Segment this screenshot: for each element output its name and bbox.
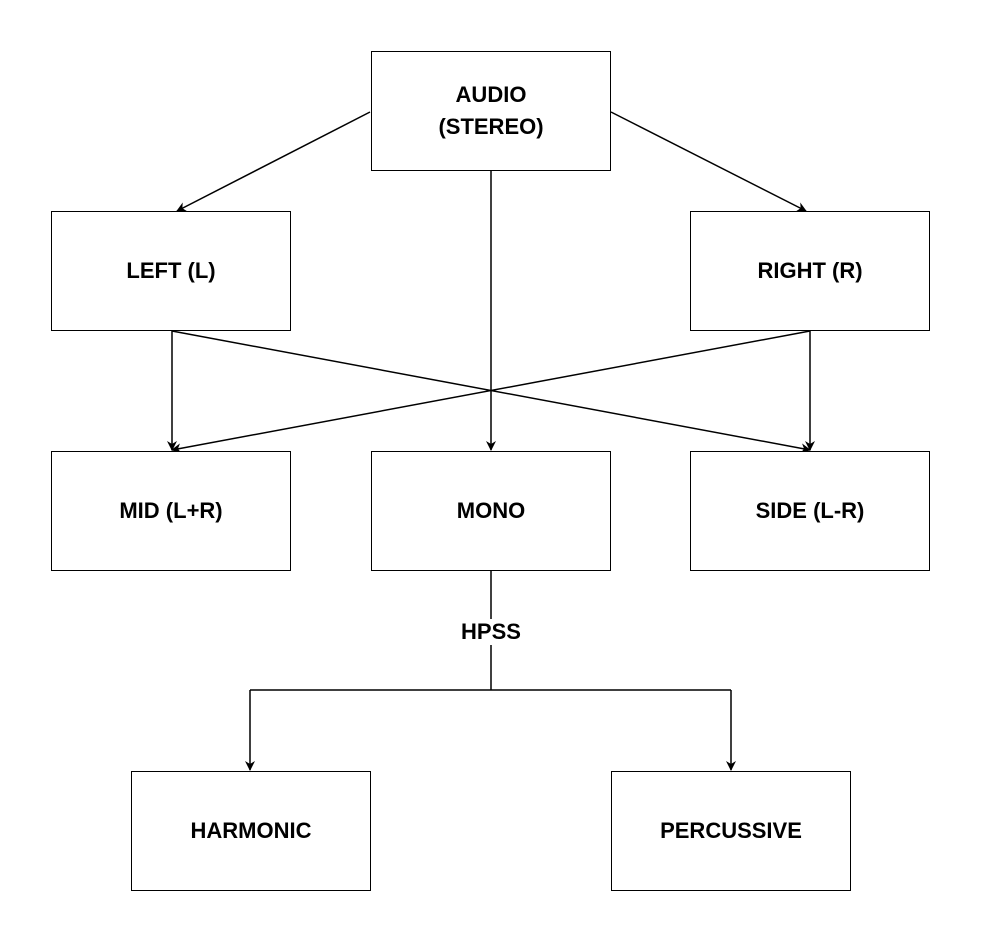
edge-right-to-mid (171, 330, 811, 454)
edge-label-hpss: HPSS (441, 619, 541, 645)
edge-audio-to-right (610, 111, 807, 212)
node-side: SIDE (L-R) (690, 451, 930, 571)
node-mid: MID (L+R) (51, 451, 291, 571)
node-audio-stereo: AUDIO (STEREO) (371, 51, 611, 171)
node-mono: MONO (371, 451, 611, 571)
edge-audio-to-left (176, 111, 371, 212)
node-right: RIGHT (R) (690, 211, 930, 331)
node-left: LEFT (L) (51, 211, 291, 331)
node-harmonic: HARMONIC (131, 771, 371, 891)
node-percussive: PERCUSSIVE (611, 771, 851, 891)
